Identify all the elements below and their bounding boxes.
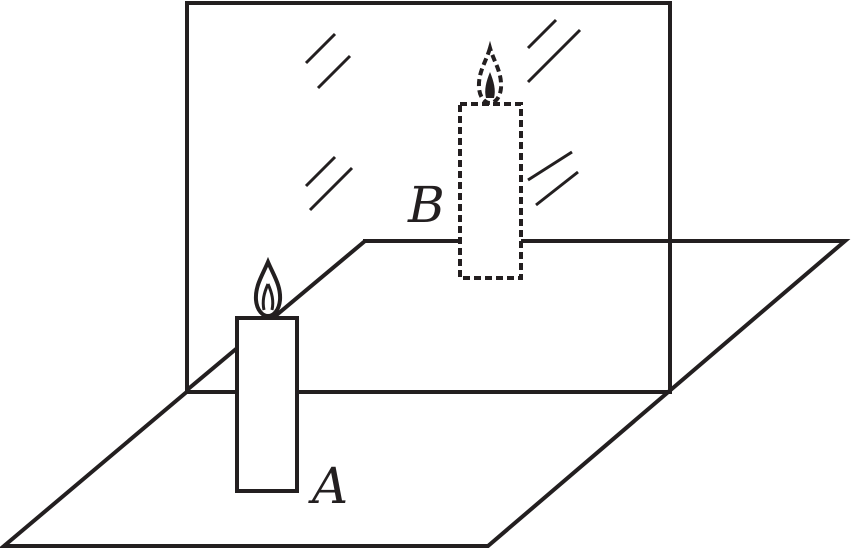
image-candle-wick-icon xyxy=(485,72,495,98)
glass-plate xyxy=(185,1,672,394)
label-a: A xyxy=(308,457,348,515)
glare-mark xyxy=(316,54,352,90)
glare-mark xyxy=(304,155,337,188)
glare-mark xyxy=(527,150,573,182)
table-surface-outline xyxy=(0,239,851,548)
glare-mark xyxy=(304,32,337,65)
label-b: B xyxy=(407,176,445,234)
glare-mark xyxy=(535,170,579,207)
glass-glare-marks xyxy=(304,18,582,212)
image-candle-body xyxy=(458,102,523,280)
real-candle-inner-flame-icon xyxy=(261,283,275,311)
glare-mark xyxy=(526,28,582,84)
real-candle-a xyxy=(235,256,299,493)
glare-mark xyxy=(526,18,558,50)
table-back-edge-left xyxy=(185,239,367,392)
image-candle-flame-icon xyxy=(476,40,504,106)
image-candle-b xyxy=(458,40,523,280)
real-candle-flame-icon xyxy=(253,256,283,319)
real-candle-body xyxy=(235,316,299,493)
glare-mark xyxy=(308,166,354,212)
